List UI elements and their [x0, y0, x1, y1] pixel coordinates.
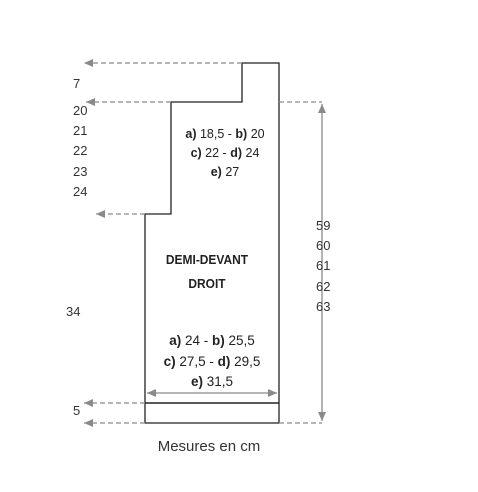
piece-title-line1: DEMI-DEVANT	[165, 252, 249, 267]
shoulder-width-line3: e) 27	[210, 165, 240, 179]
body-width-line3: e) 31,5	[190, 374, 234, 389]
body-width-line1: a) 24 - b) 25,5	[169, 333, 255, 348]
caption: Mesures en cm	[157, 438, 261, 455]
shoulder-width-line1: a) 18,5 - b) 20	[185, 127, 265, 141]
label-size-a: 20	[73, 103, 88, 118]
label-total-c: 61	[316, 258, 331, 274]
body-width-line2: c) 27,5 - d) 29,5	[163, 354, 261, 369]
label-size-e: 24	[73, 183, 88, 199]
label-total-e: 63	[316, 298, 331, 314]
label-top-height: 7	[73, 76, 81, 91]
label-armhole-height: 34	[66, 304, 81, 319]
label-rib-height: 5	[73, 403, 81, 418]
label-shoulder-step: 20 21 22 23 24	[73, 101, 87, 202]
label-total-d: 62	[316, 278, 331, 294]
label-total-height: 59 60 61 62 63	[316, 216, 330, 317]
shoulder-width-line2: c) 22 - d) 24	[190, 146, 260, 160]
piece-title-line2: DROIT	[188, 276, 226, 291]
label-size-c: 22	[73, 143, 88, 159]
label-size-b: 21	[73, 123, 88, 139]
label-total-b: 60	[316, 238, 331, 254]
label-size-d: 23	[73, 163, 88, 179]
label-total-a: 59	[316, 218, 331, 233]
